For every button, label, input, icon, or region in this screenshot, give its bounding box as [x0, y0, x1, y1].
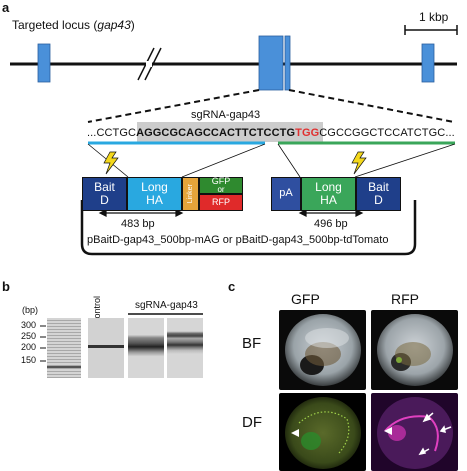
right-arm-length: 496 bp [314, 218, 348, 230]
ladder-250: 250 [21, 331, 37, 341]
arrow-markers [418, 412, 452, 456]
zoom-guides [87, 89, 455, 123]
gel-lane-sgrna-2 [167, 318, 203, 378]
left-arm-length: 483 bp [121, 218, 155, 230]
pa-label: pA [279, 187, 293, 200]
pa-box: pA [271, 177, 301, 211]
ladder-150: 150 [21, 355, 37, 365]
row-header-bf: BF [242, 335, 262, 352]
ladder-200: 200 [21, 342, 37, 352]
plasmid-name: pBaitD-gap43_500bp-mAG or pBaitD-gap43_5… [87, 234, 389, 246]
exon-1 [37, 43, 51, 83]
exon-3 [421, 43, 435, 83]
sequence-target: AGGCGCAGCCACTTCTCCTG [136, 127, 296, 139]
panel-b-letter: b [2, 279, 10, 294]
col-header-rfp: RFP [391, 291, 419, 307]
exon-2 [258, 35, 284, 91]
ladder-300: 300 [21, 320, 37, 330]
sequence-trail: CGCCGGCTCCATCTGC... [319, 127, 455, 139]
embryo-rfp-bf [377, 314, 453, 386]
bait-d-right: Bait D [356, 177, 401, 211]
axis-break-mark [137, 47, 162, 81]
embryo-rfp-df [377, 397, 453, 469]
plasmid-backbone [80, 200, 417, 256]
gel-lane-sgrna-1 [128, 318, 164, 378]
sgrna-lane-label: sgRNA-gap43 [135, 300, 198, 311]
sgrna-label: sgRNA-gap43 [191, 109, 261, 121]
locus-gene-name: gap43 [97, 18, 131, 32]
locus-title-suffix: ) [130, 18, 135, 32]
bait-d-left: Bait D [82, 177, 127, 211]
arrowhead-marker [384, 427, 392, 435]
sgrna-lane-bracket [128, 313, 203, 315]
image-gfp-bf [279, 310, 366, 390]
gfp-label: GFP [211, 175, 231, 186]
gene-locus-diagram [10, 25, 458, 145]
long-ha-right-label: Long HA [315, 180, 342, 207]
embryo-gfp-bf [285, 314, 361, 386]
gfp-box: GFP or [199, 175, 243, 195]
gel-unit-label: (bp) [22, 305, 39, 315]
rfp-label: RFP [212, 196, 230, 207]
gel-lane-control [88, 318, 124, 378]
cut-site-bolt-left [103, 151, 119, 175]
exon-2b [284, 35, 291, 91]
sequence-pam: TGG [295, 127, 320, 139]
image-rfp-bf [371, 310, 458, 390]
right-arm-arrow [298, 209, 364, 217]
cut-site-bolt-right [351, 151, 367, 175]
image-rfp-df [371, 393, 458, 471]
linker: Linker [182, 177, 199, 211]
scale-bar-label: 1 kbp [419, 10, 449, 24]
scale-bar [404, 25, 458, 35]
image-gfp-df [279, 393, 366, 471]
rfp-box: RFP [199, 194, 243, 211]
bait-d-left-label: Bait D [94, 180, 115, 207]
long-ha-right: Long HA [301, 177, 356, 211]
embryo-gfp-df [285, 397, 361, 469]
arrowhead-marker [291, 429, 299, 437]
locus-title: Targeted locus (gap43) [12, 18, 135, 32]
long-ha-left-label: Long HA [141, 180, 168, 207]
ladder-ticks [40, 325, 46, 362]
gel-lane-ladder [47, 318, 81, 378]
panel-a-letter: a [2, 0, 10, 15]
left-arm-arrow [98, 209, 184, 217]
construct-diagram-lines [80, 143, 456, 256]
long-ha-left: Long HA [127, 177, 182, 211]
target-sequence: ...CCTGCAGGCGCAGCCACTTCTCCTGTGGCGCCGGCTC… [87, 127, 455, 139]
sequence-lead: ...CCTGC [87, 127, 137, 139]
gfp-or-label: or [217, 185, 225, 195]
locus-title-prefix: Targeted locus ( [12, 18, 98, 32]
col-header-gfp: GFP [291, 291, 320, 307]
bait-d-right-label: Bait D [368, 180, 389, 207]
panel-c-letter: c [228, 279, 236, 294]
row-header-df: DF [242, 414, 262, 431]
sgrna-highlight [137, 122, 323, 142]
